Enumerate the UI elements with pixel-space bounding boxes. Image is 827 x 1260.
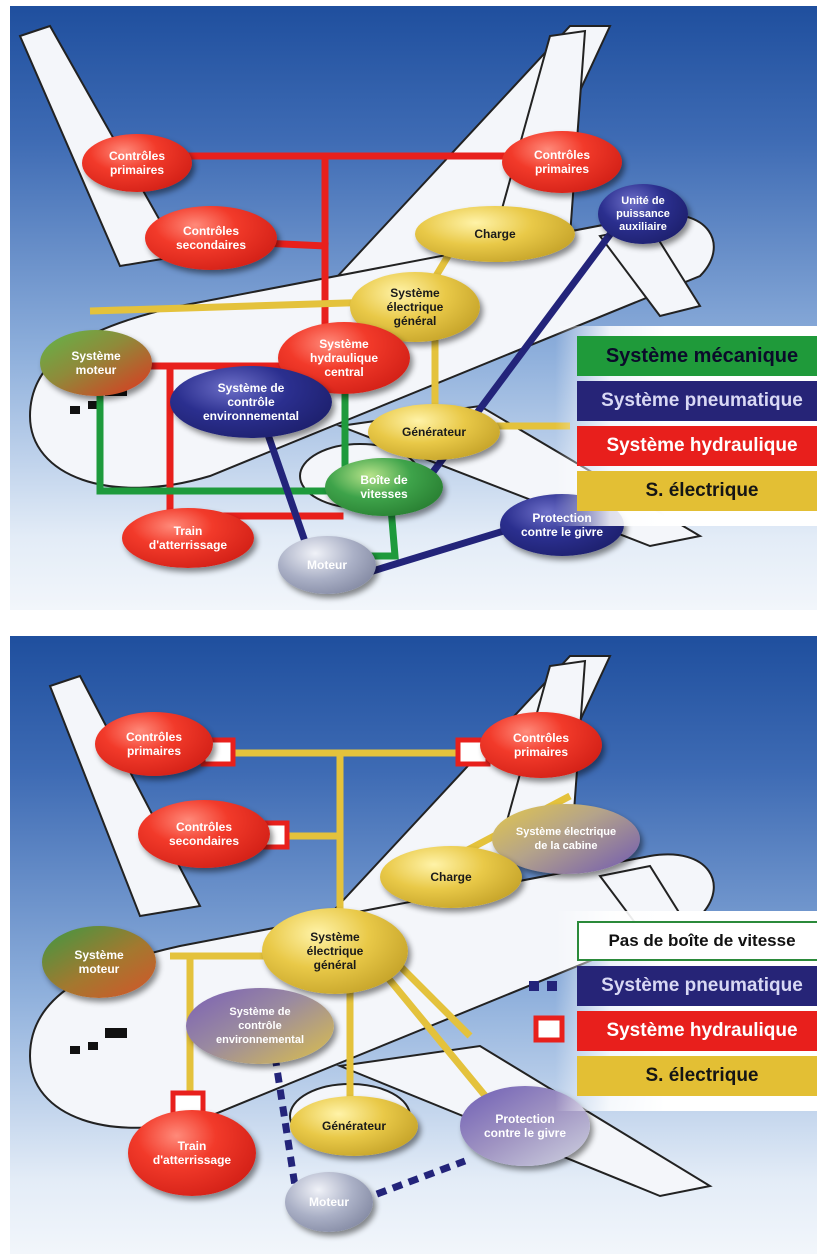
generator-node: Générateur <box>368 404 500 460</box>
legend-no-gearbox: Pas de boîte de vitesse <box>577 921 817 961</box>
electric-link <box>387 953 473 1039</box>
mechanical-link <box>370 495 399 560</box>
pneumatic-link <box>261 424 314 558</box>
bottom-legend: Pas de boîte de vitesse Système pneumati… <box>529 911 817 1111</box>
engine-node: Moteur <box>285 1172 373 1232</box>
mechanical-link <box>96 376 390 495</box>
pneumatic-link <box>271 1055 299 1187</box>
top-legend: Système mécanique Système pneumatique Sy… <box>555 326 817 526</box>
load-node: Charge <box>415 206 575 262</box>
load-node: Charge <box>380 846 522 908</box>
pneumatic-dash-marker <box>529 981 557 991</box>
hydraulic-square-marker <box>533 1015 565 1043</box>
legend-hydraulic: Système hydraulique <box>577 426 817 466</box>
legend-hydraulic: Système hydraulique <box>577 1011 817 1051</box>
legend-mechanical: Système mécanique <box>577 336 817 376</box>
legend-electric: S. électrique <box>577 1056 817 1096</box>
generator-node: Générateur <box>290 1096 418 1156</box>
engine-node: Moteur <box>278 536 376 594</box>
legend-pneumatic: Système pneumatique <box>577 966 817 1006</box>
legend-pneumatic: Système pneumatique <box>577 381 817 421</box>
legend-electric: S. électrique <box>577 471 817 511</box>
